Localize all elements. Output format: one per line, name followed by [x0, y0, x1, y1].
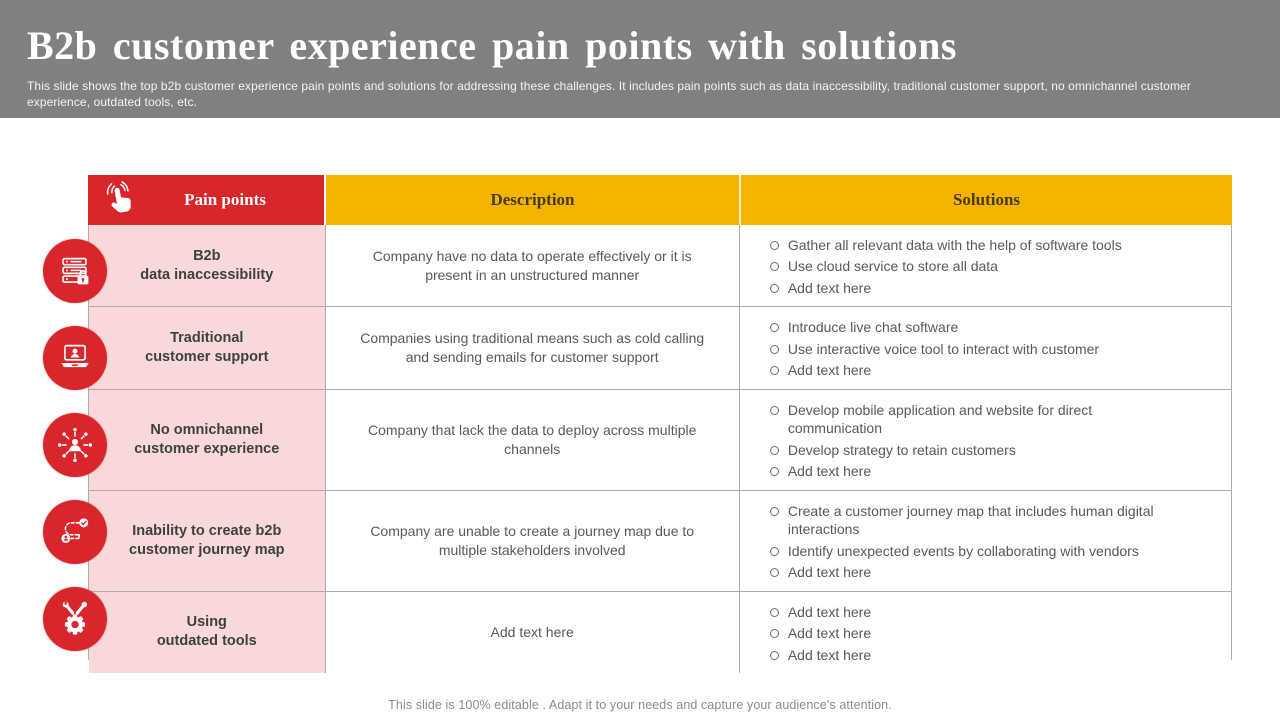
- solutions-list: Create a customer journey map that inclu…: [766, 502, 1178, 582]
- pain-label-line1: Inability to create b2b: [132, 522, 282, 539]
- solution-item: Use interactive voice tool to interact w…: [766, 340, 1178, 358]
- solutions-cell: Introduce live chat software Use interac…: [738, 307, 1231, 389]
- pain-cell: Traditional customer support: [89, 307, 325, 389]
- customer-support-laptop-icon: [43, 326, 107, 390]
- solutions-list: Gather all relevant data with the help o…: [766, 236, 1178, 297]
- pain-cell: No omnichannel customer experience: [89, 389, 325, 490]
- journey-map-icon: [43, 500, 107, 564]
- slide-subtitle: This slide shows the top b2b customer ex…: [27, 79, 1191, 109]
- header-label-pain-points: Pain points: [184, 190, 266, 209]
- solution-item-placeholder[interactable]: Add text here: [766, 361, 1178, 379]
- solution-item-placeholder[interactable]: Add text here: [766, 603, 1178, 621]
- solutions-cell: Add text here Add text here Add text her…: [738, 591, 1231, 673]
- solutions-cell: Create a customer journey map that inclu…: [738, 490, 1231, 591]
- solution-item: Develop mobile application and website f…: [766, 401, 1178, 438]
- solutions-list: Introduce live chat software Use interac…: [766, 318, 1178, 379]
- gear-tools-icon: [43, 587, 107, 651]
- solution-item-placeholder[interactable]: Add text here: [766, 462, 1178, 480]
- description-cell-placeholder[interactable]: Add text here: [324, 591, 739, 673]
- solution-item: Create a customer journey map that inclu…: [766, 502, 1178, 539]
- header-cell-solutions: Solutions: [739, 175, 1232, 225]
- pain-label-line2: customer journey map: [129, 541, 285, 558]
- pain-label-line2: outdated tools: [156, 633, 257, 650]
- table-body: B2b data inaccessibility Company have no…: [88, 225, 1232, 673]
- solution-item-placeholder[interactable]: Add text here: [766, 279, 1178, 297]
- solutions-cell: Develop mobile application and website f…: [738, 389, 1231, 490]
- table-row-data-inaccessibility: B2b data inaccessibility Company have no…: [89, 225, 1231, 307]
- pain-points-table: Pain points Description Solutions B2b da…: [88, 175, 1232, 673]
- table-row-no-omnichannel: No omnichannel customer experience Compa…: [89, 388, 1231, 490]
- header-cell-description: Description: [324, 175, 739, 225]
- solution-item-placeholder[interactable]: Add text here: [766, 624, 1178, 642]
- description-cell: Company are unable to create a journey m…: [324, 490, 739, 591]
- solution-item: Develop strategy to retain customers: [766, 441, 1178, 459]
- table-header-row: Pain points Description Solutions: [88, 175, 1232, 225]
- solutions-list: Add text here Add text here Add text her…: [766, 603, 1178, 664]
- description-text: Add text here: [490, 623, 574, 640]
- table-row-outdated-tools: Using outdated tools Add text here Add t…: [89, 590, 1231, 673]
- solution-item: Introduce live chat software: [766, 318, 1178, 336]
- pain-label-line2: customer support: [145, 349, 269, 366]
- header-cell-pain-points: Pain points: [88, 175, 324, 225]
- solution-item-placeholder[interactable]: Add text here: [766, 646, 1178, 664]
- pain-cell: Using outdated tools: [89, 591, 325, 673]
- description-text: Company have no data to operate effectiv…: [372, 247, 692, 283]
- description-cell: Company that lack the data to deploy acr…: [324, 389, 739, 490]
- omnichannel-network-icon: [43, 413, 107, 477]
- header-label-description: Description: [490, 190, 575, 209]
- header-label-solutions: Solutions: [952, 190, 1021, 209]
- pain-label-line1: Using: [186, 614, 227, 631]
- pain-label-line2: data inaccessibility: [140, 266, 274, 283]
- pain-label-line1: B2b: [193, 247, 221, 264]
- description-cell: Company have no data to operate effectiv…: [324, 225, 739, 307]
- description-text: Companies using traditional means such a…: [360, 330, 705, 366]
- description-cell: Companies using traditional means such a…: [324, 307, 739, 389]
- solutions-cell: Gather all relevant data with the help o…: [738, 225, 1231, 307]
- pain-cell: B2b data inaccessibility: [89, 225, 325, 307]
- solutions-list: Develop mobile application and website f…: [766, 401, 1178, 481]
- server-lock-icon: [43, 239, 107, 303]
- pain-label-line1: Traditional: [170, 330, 244, 347]
- solution-item: Gather all relevant data with the help o…: [766, 236, 1178, 254]
- table-row-traditional-support: Traditional customer support Companies u…: [89, 306, 1231, 389]
- solution-item: Identify unexpected events by collaborat…: [766, 542, 1178, 560]
- description-text: Company are unable to create a journey m…: [370, 522, 695, 558]
- solution-item: Use cloud service to store all data: [766, 257, 1178, 275]
- table-row-journey-map: Inability to create b2b customer journey…: [89, 489, 1231, 591]
- page-title: B2b customer experience pain points with…: [27, 23, 957, 68]
- description-text: Company that lack the data to deploy acr…: [367, 421, 697, 457]
- pain-cell: Inability to create b2b customer journey…: [89, 490, 325, 591]
- pain-label-line2: customer experience: [134, 440, 280, 457]
- title-band: B2b customer experience pain points with…: [0, 0, 1280, 118]
- editable-note: This slide is 100% editable . Adapt it t…: [388, 698, 892, 712]
- solution-item-placeholder[interactable]: Add text here: [766, 563, 1178, 581]
- tap-gesture-icon: [100, 179, 140, 221]
- pain-label-line1: No omnichannel: [150, 421, 264, 438]
